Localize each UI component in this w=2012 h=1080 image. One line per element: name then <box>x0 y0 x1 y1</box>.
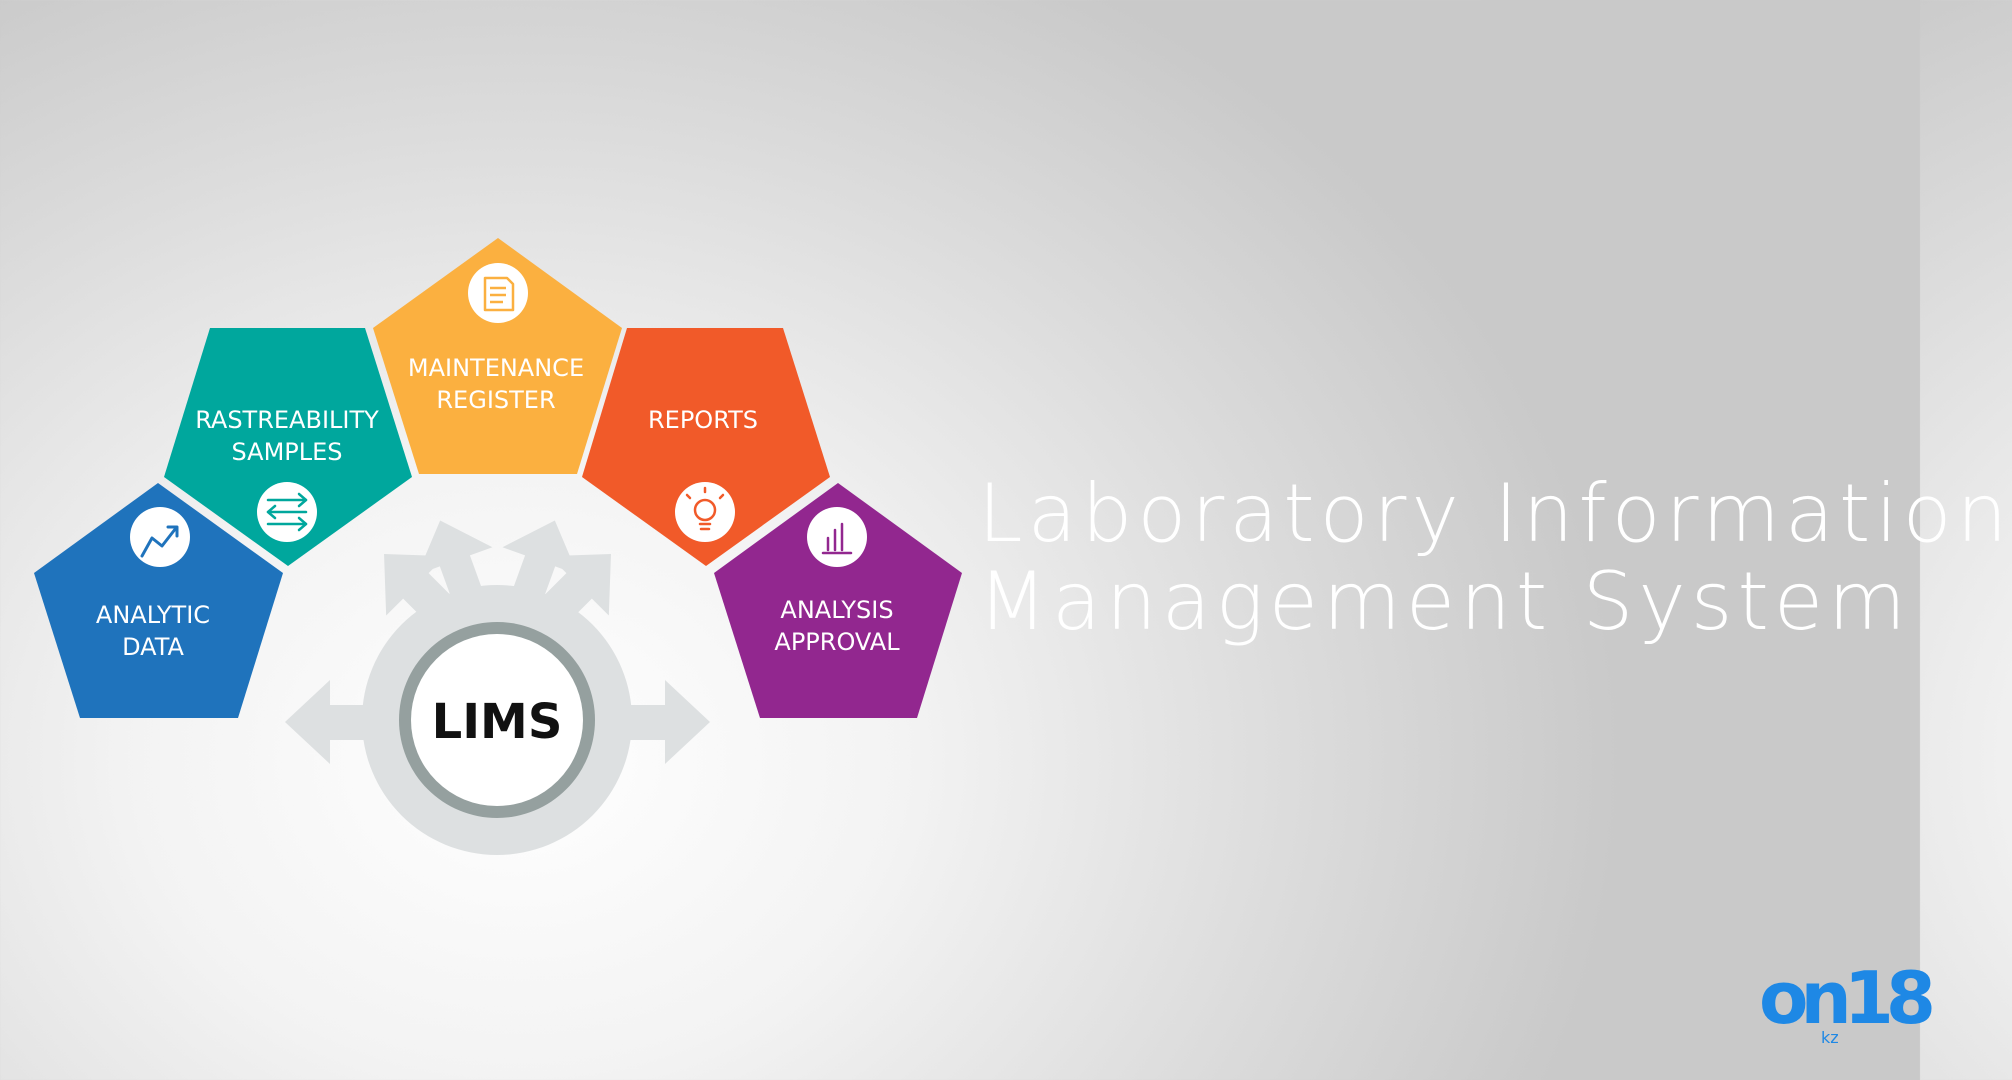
pentagon-shape <box>373 238 622 474</box>
pentagon-shape <box>34 483 283 718</box>
module-label-line: REGISTER <box>436 386 555 414</box>
lightbulb-icon <box>685 486 725 531</box>
module-label-line: ANALYTIC <box>96 601 210 629</box>
transfer-arrows-icon <box>266 492 308 532</box>
pentagon-shape <box>582 328 830 566</box>
logo-sub: kz <box>1821 1028 1839 1047</box>
module-label-line: APPROVAL <box>774 628 900 656</box>
trend-line-icon <box>140 525 179 558</box>
module-label-line: RASTREABILITY <box>195 406 379 434</box>
hub-center <box>411 634 583 806</box>
module-label-line: MAINTENANCE <box>408 354 584 382</box>
module-label: RASTREABILITY SAMPLES <box>195 406 379 466</box>
pentagon-shape <box>714 483 962 718</box>
module-label-line: ANALYSIS <box>780 596 893 624</box>
module-label-line: SAMPLES <box>231 438 342 466</box>
icon-badge <box>130 507 190 567</box>
module-label-line: DATA <box>122 633 184 661</box>
hub-label: LIMS <box>432 694 563 750</box>
page-title: Laboratory Information Management System <box>978 470 2012 646</box>
module-label: ANALYTIC DATA <box>96 601 210 661</box>
icon-badge <box>468 263 528 323</box>
page-title-line: Laboratory Information <box>978 467 2012 560</box>
module-reports[interactable]: REPORTS <box>582 328 830 566</box>
bar-chart-icon <box>821 522 853 555</box>
module-rastreability-samples[interactable]: RASTREABILITY SAMPLES <box>164 328 412 566</box>
module-analysis-approval[interactable]: ANALYSIS APPROVAL <box>714 483 962 718</box>
module-label: ANALYSIS APPROVAL <box>774 596 900 656</box>
page-title-line: Management System <box>978 555 1911 648</box>
module-label-line: REPORTS <box>648 406 758 434</box>
module-maintenance-register[interactable]: MAINTENANCE REGISTER <box>373 238 622 474</box>
lims-diagram: LIMS ANALYTIC DATA RASTREABILITY SAMPLES <box>34 238 962 855</box>
logo-text: on18 <box>1759 956 1932 1040</box>
module-analytic-data[interactable]: ANALYTIC DATA <box>34 483 283 718</box>
arrow-left-icon <box>285 680 380 764</box>
on18-logo-icon: on18 kz <box>1759 956 1940 1047</box>
pentagon-shape <box>164 328 412 566</box>
module-label: MAINTENANCE REGISTER <box>408 354 584 414</box>
document-icon <box>483 276 515 312</box>
module-label: REPORTS <box>648 406 758 434</box>
icon-badge <box>807 507 867 567</box>
arrow-right-icon <box>620 680 710 764</box>
